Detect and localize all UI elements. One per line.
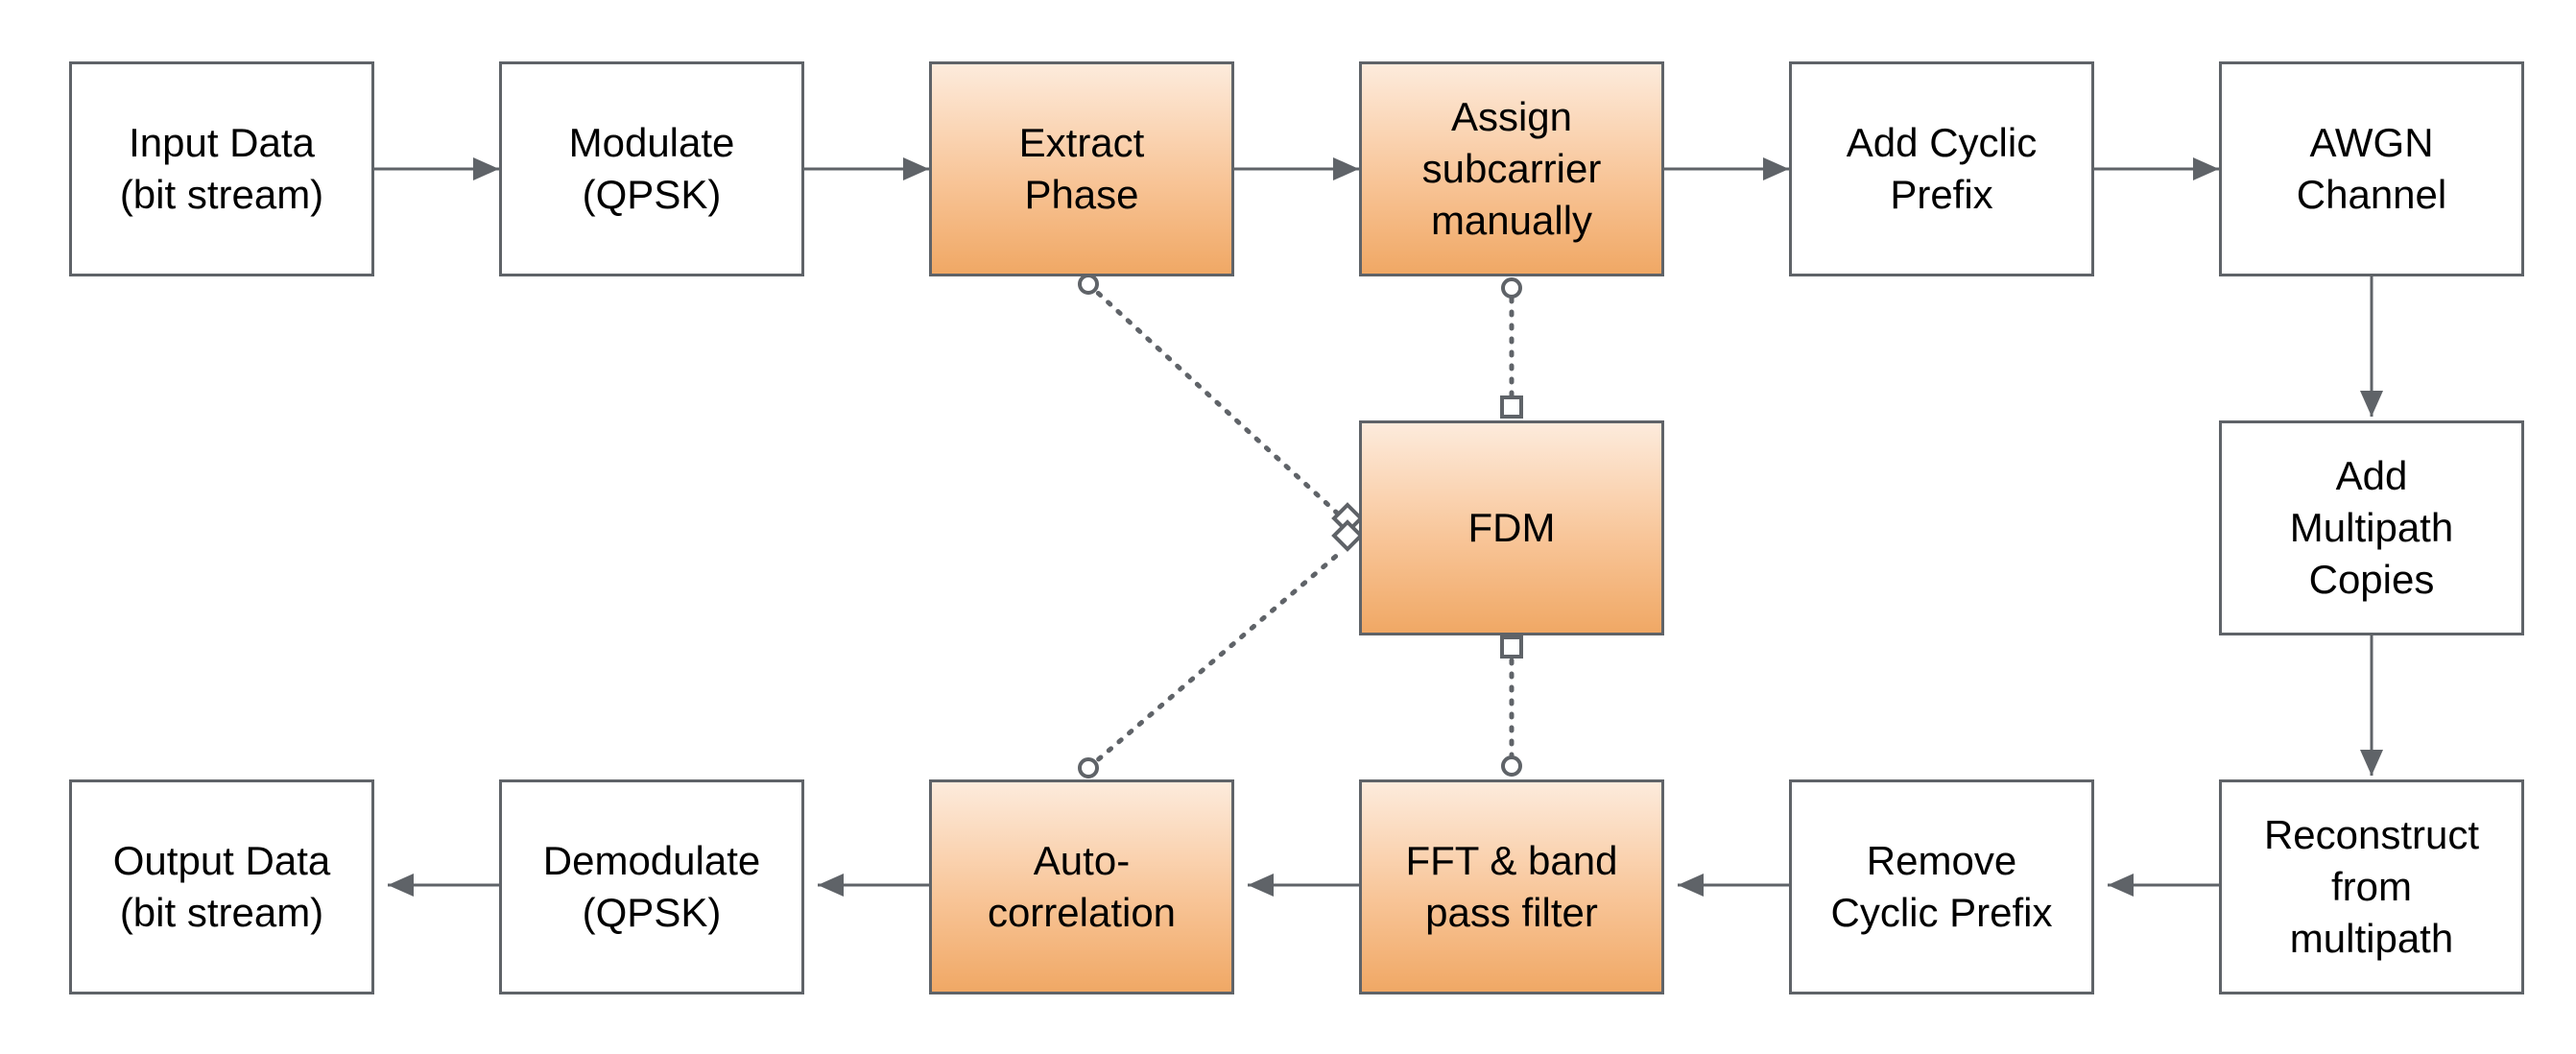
- block-extract-phase: Extract Phase: [929, 61, 1234, 276]
- block-add-cyclic-prefix: Add Cyclic Prefix: [1789, 61, 2094, 276]
- block-label: Modulate (QPSK): [568, 120, 735, 217]
- block-label: Add Multipath Copies: [2289, 453, 2454, 602]
- connector-circle-autocorrelation: [1078, 757, 1099, 779]
- block-label: Remove Cyclic Prefix: [1830, 838, 2053, 935]
- block-label: FDM: [1467, 505, 1556, 550]
- connector-square-fdm-bottom: [1500, 635, 1523, 659]
- connector-diamond-fdm-lower: [1331, 519, 1364, 552]
- connector-square-fdm-top: [1500, 395, 1523, 419]
- connector-circle-extract-phase: [1078, 274, 1099, 295]
- block-remove-cyclic-prefix: Remove Cyclic Prefix: [1789, 779, 2094, 994]
- block-reconstruct: Reconstruct from multipath: [2219, 779, 2524, 994]
- block-modulate: Modulate (QPSK): [499, 61, 804, 276]
- block-label: AWGN Channel: [2296, 120, 2447, 217]
- dotted-link-extract-phase-to-fdm: [1085, 281, 1344, 519]
- block-label: Input Data (bit stream): [119, 120, 324, 217]
- block-label: FFT & band pass filter: [1405, 838, 1618, 935]
- block-label: Reconstruct from multipath: [2263, 812, 2480, 961]
- block-label: Auto- correlation: [987, 838, 1177, 935]
- dotted-link-autocorrelation-to-fdm: [1085, 549, 1344, 771]
- block-label: Demodulate (QPSK): [542, 838, 761, 935]
- block-demodulate: Demodulate (QPSK): [499, 779, 804, 994]
- connector-circle-fft: [1501, 755, 1522, 777]
- block-input-data: Input Data (bit stream): [69, 61, 374, 276]
- block-label: Output Data (bit stream): [112, 838, 331, 935]
- block-label: Add Cyclic Prefix: [1846, 120, 2038, 217]
- block-label: Assign subcarrier manually: [1421, 94, 1602, 243]
- block-awgn-channel: AWGN Channel: [2219, 61, 2524, 276]
- block-assign-subcarrier: Assign subcarrier manually: [1359, 61, 1664, 276]
- block-label: Extract Phase: [1018, 120, 1145, 217]
- block-autocorrelation: Auto- correlation: [929, 779, 1234, 994]
- block-fft-bandpass: FFT & band pass filter: [1359, 779, 1664, 994]
- block-fdm: FDM: [1359, 420, 1664, 635]
- block-output-data: Output Data (bit stream): [69, 779, 374, 994]
- connector-circle-assign-subcarrier: [1501, 277, 1522, 299]
- block-add-multipath-copies: Add Multipath Copies: [2219, 420, 2524, 635]
